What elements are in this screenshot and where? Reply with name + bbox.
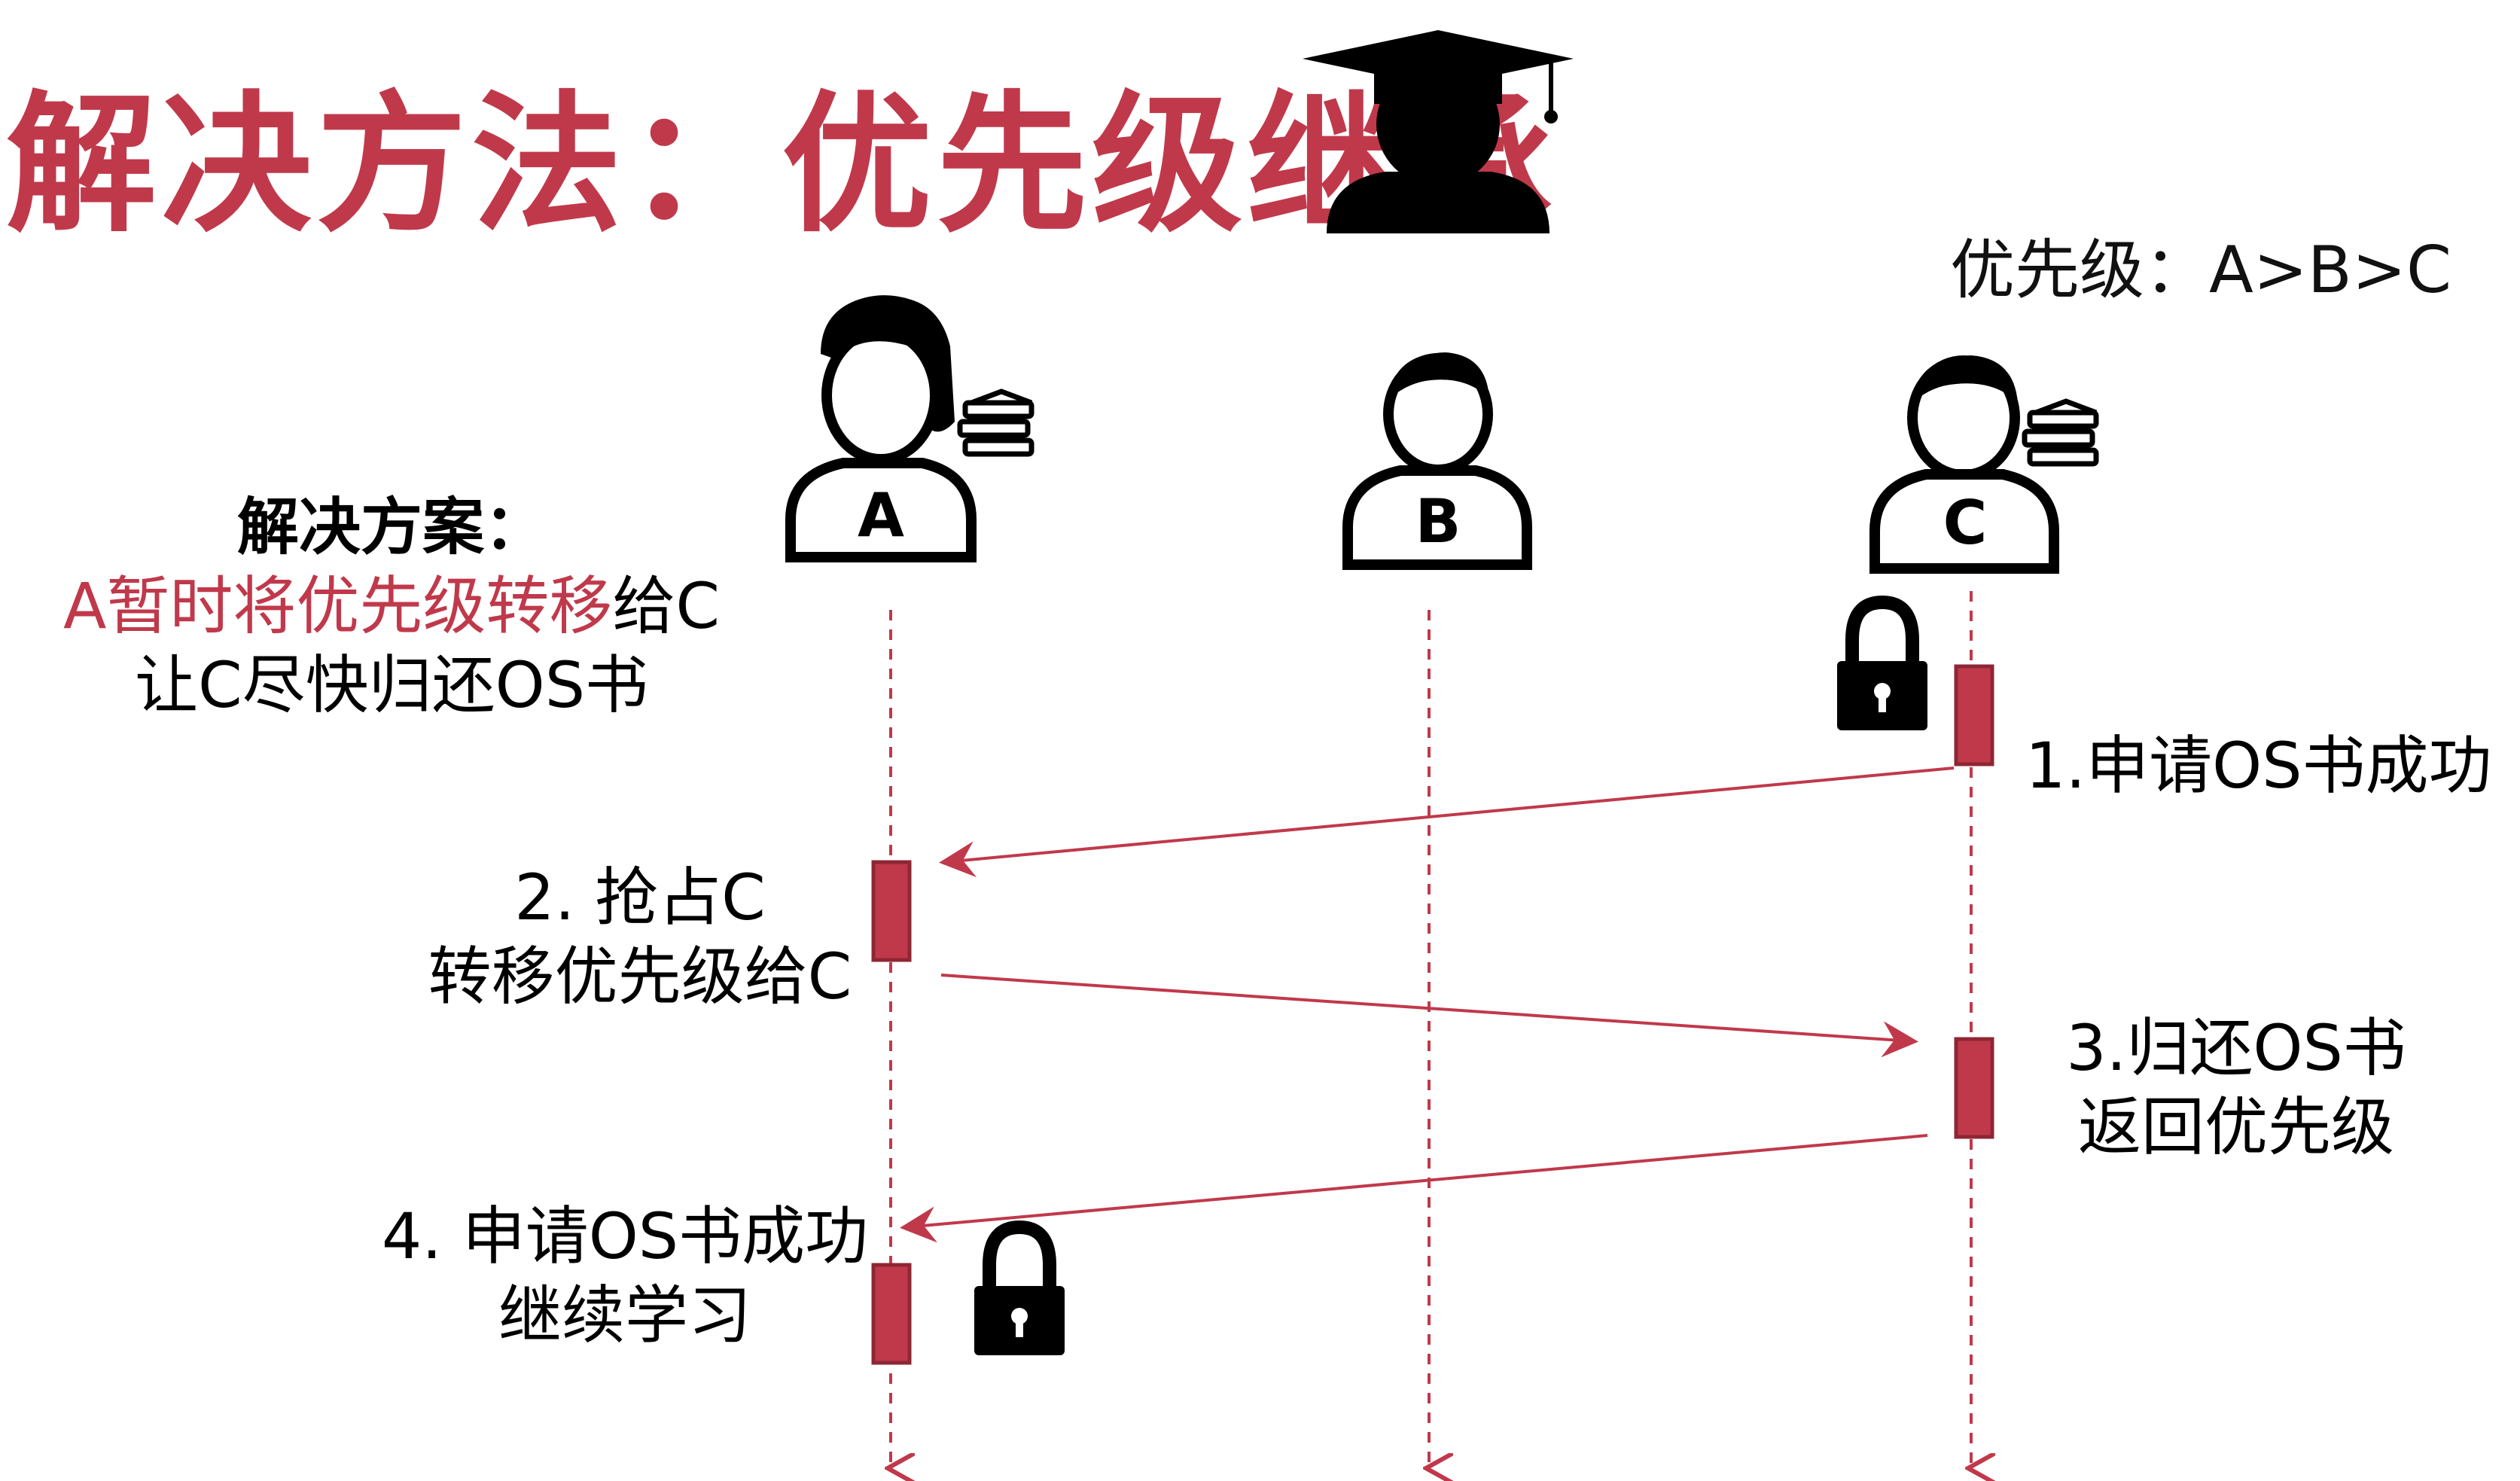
step-2-label: 2. 抢占C 转移优先级给C — [428, 861, 852, 1013]
step-4-label: 4. 申请OS书成功 继续学习 — [381, 1199, 869, 1352]
page-title: 解决方法：优先级继承 — [6, 78, 1558, 253]
person-a-icon: A — [785, 295, 977, 562]
message-1-arrow — [939, 766, 1955, 878]
solution-line-2: 让C尽快归还OS书 — [134, 648, 649, 722]
message-2-arrow — [940, 974, 1918, 1058]
lock-icon — [1837, 595, 1927, 730]
activation-c-2 — [1954, 1037, 1994, 1139]
person-c-icon: C — [1869, 355, 2059, 574]
solution-note: 解决方案： A暂时将优先级转移给C 让C尽快归还OS书 — [0, 489, 783, 725]
priority-note: 优先级：A>B>C — [1950, 233, 2451, 308]
person-b-icon: B — [1342, 352, 1532, 570]
solution-line-1: A暂时将优先级转移给C — [0, 567, 783, 646]
books-icon — [957, 389, 1035, 457]
step-3-label: 3.归还OS书 返回优先级 — [2066, 1011, 2406, 1164]
solution-heading: 解决方案： — [236, 492, 546, 563]
books-icon-c — [2022, 398, 2099, 467]
person-c-label: C — [1943, 488, 1988, 558]
solution-line-1-rest: 给C — [612, 568, 721, 643]
activation-c-1 — [1954, 664, 1994, 766]
message-3-arrow — [900, 1134, 1928, 1243]
lock-icon-a — [974, 1220, 1065, 1355]
activation-a-1 — [871, 860, 912, 962]
person-b-label: B — [1415, 486, 1461, 556]
solution-highlight: A暂时将优先级转移 — [62, 568, 613, 643]
step-1-label: 1.申请OS书成功 — [2025, 729, 2492, 803]
person-a-label: A — [858, 480, 904, 550]
